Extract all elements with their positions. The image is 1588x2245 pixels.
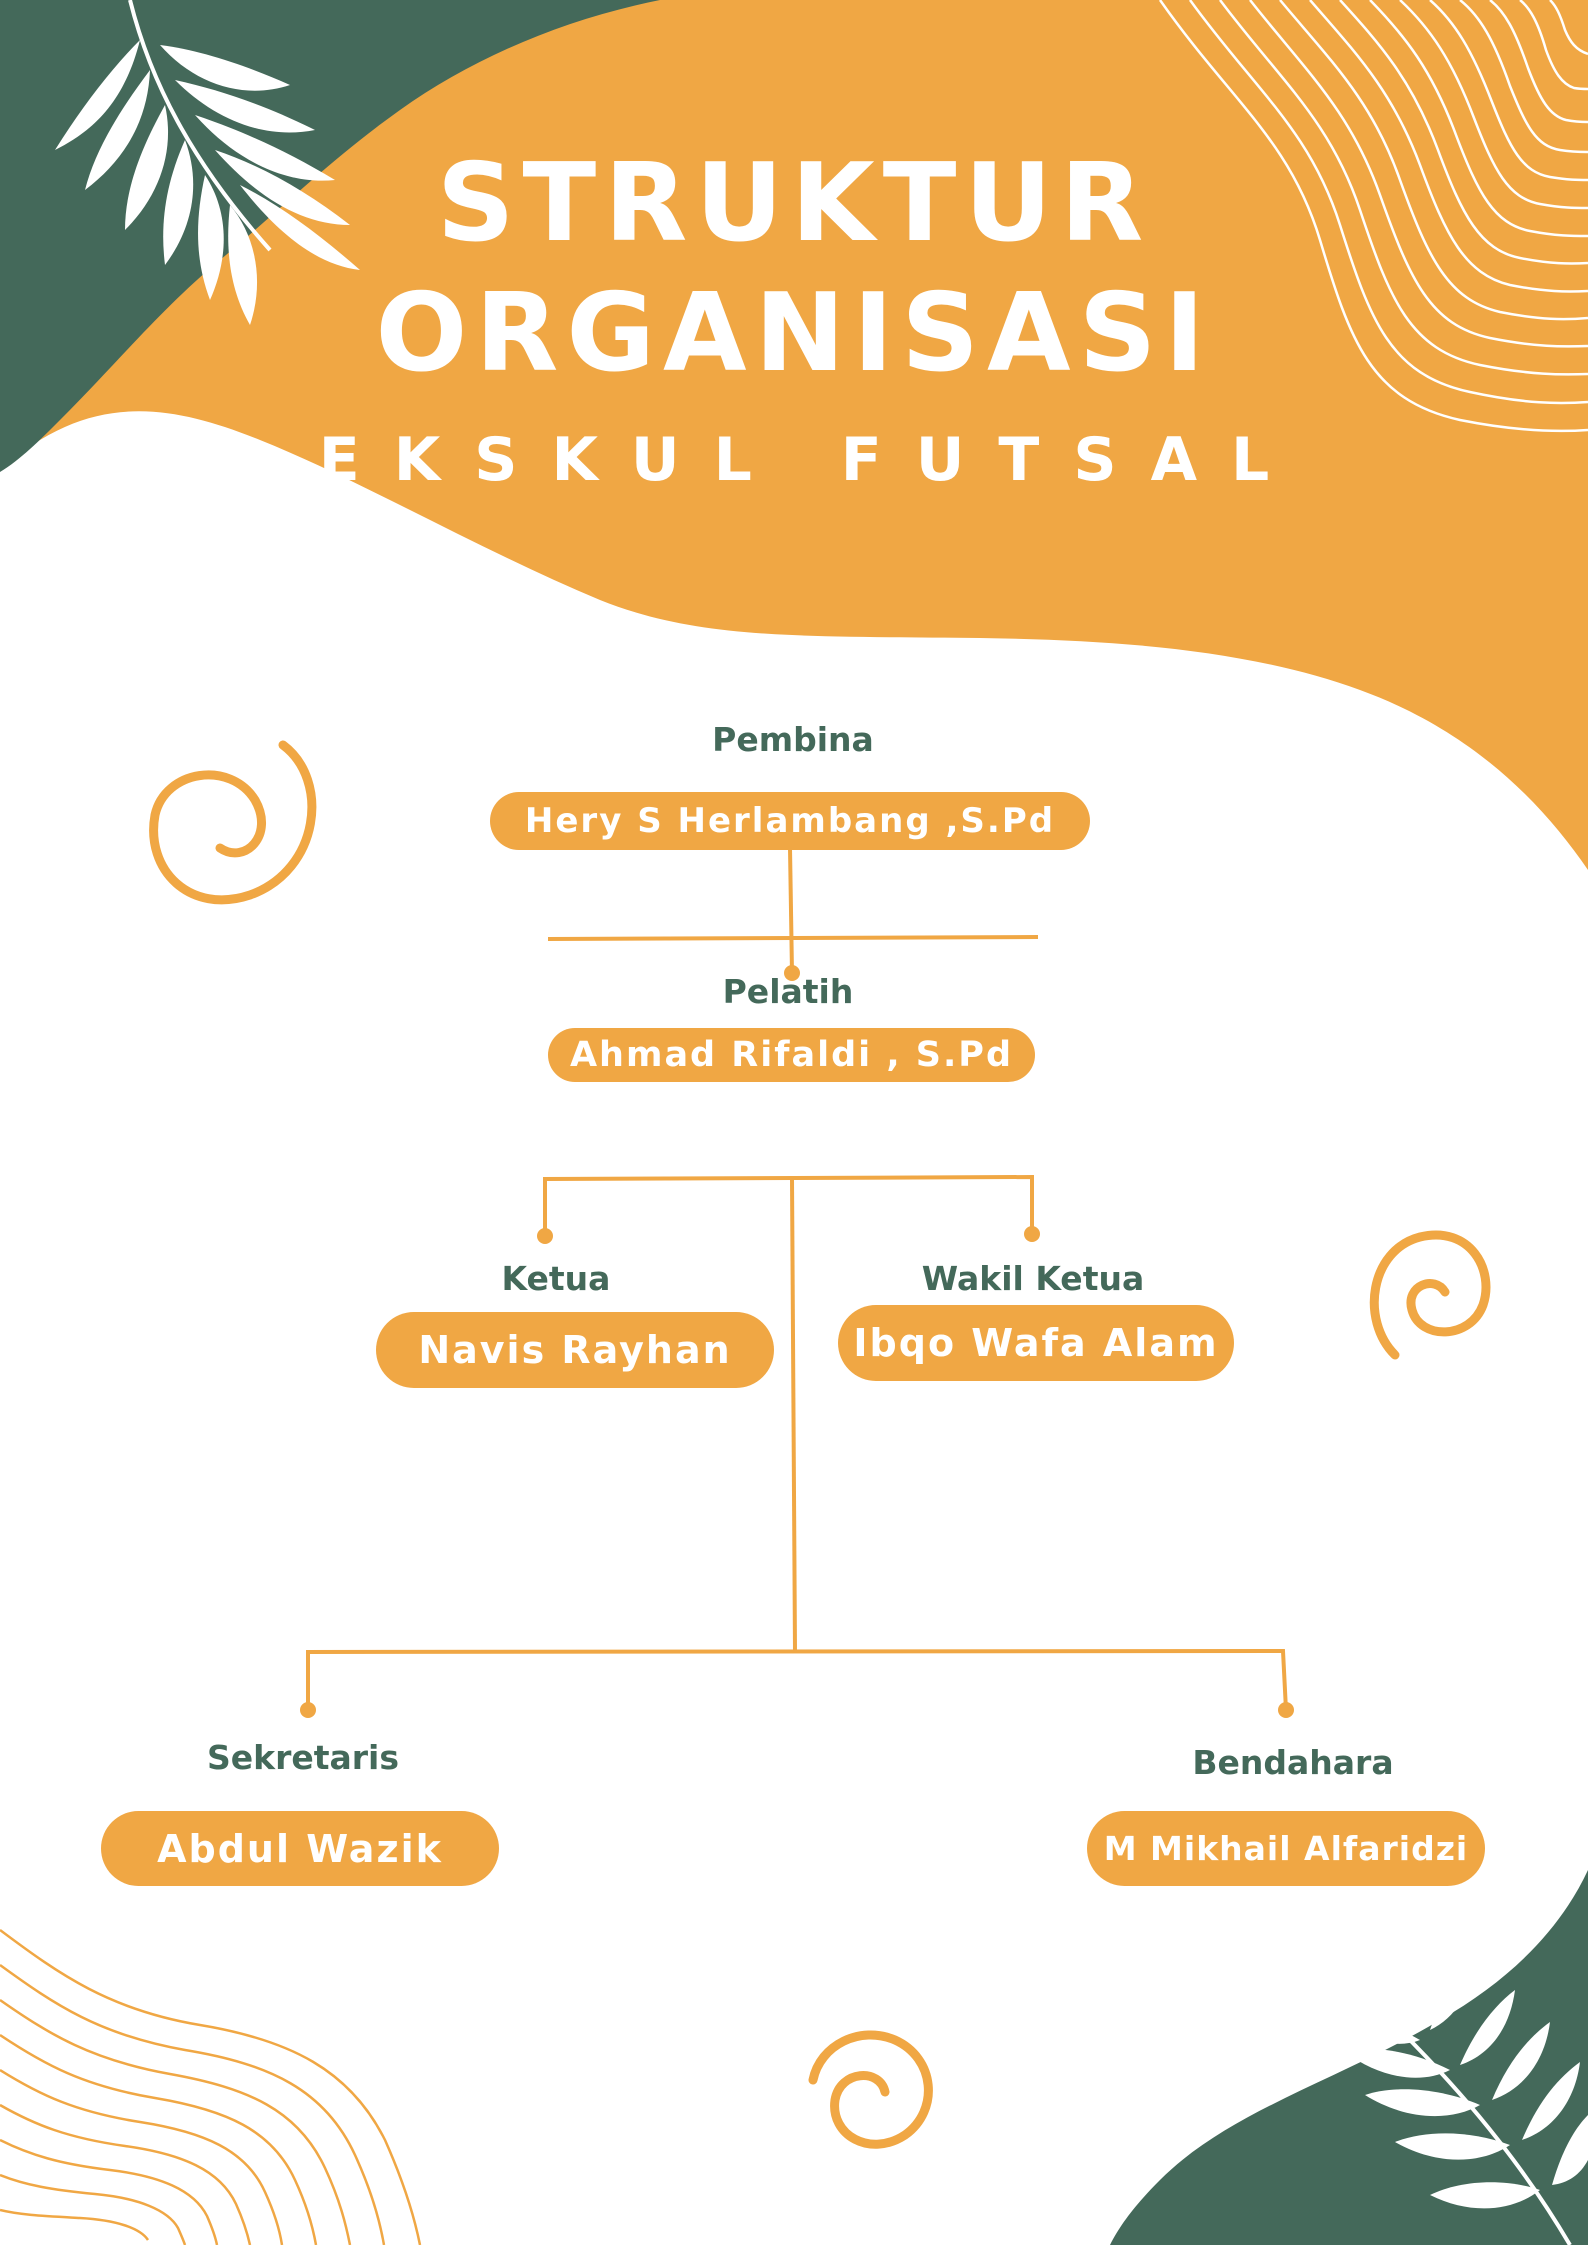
name-pill-bendahara: M Mikhail Alfaridzi <box>1087 1811 1485 1886</box>
subtitle: EKSKUL FUTSAL <box>318 425 1304 495</box>
name-pill-wakil-ketua: Ibqo Wafa Alam <box>838 1305 1234 1381</box>
name-pill-ketua: Navis Rayhan <box>376 1312 774 1388</box>
org-connectors <box>306 847 1288 1711</box>
bottom-left-contour-lines <box>0 1928 422 2245</box>
role-label-pembina: Pembina <box>712 720 874 759</box>
top-left-palm-leaf-icon <box>55 0 360 325</box>
top-right-contour-lines <box>1158 0 1588 433</box>
name-pill-pelatih: Ahmad Rifaldi , S.Pd <box>548 1028 1035 1082</box>
role-label-pelatih: Pelatih <box>722 972 854 1011</box>
role-label-wakil-ketua: Wakil Ketua <box>921 1259 1145 1298</box>
name-pill-sekretaris: Abdul Wazik <box>101 1811 499 1886</box>
title-line-1: STRUKTUR <box>436 141 1152 266</box>
role-label-ketua: Ketua <box>501 1259 611 1298</box>
role-label-sekretaris: Sekretaris <box>206 1738 400 1777</box>
spiral-icon <box>149 740 317 905</box>
spiral-icon <box>808 2030 933 2149</box>
name-pill-pembina: Hery S Herlambang ,S.Pd <box>490 792 1090 850</box>
spiral-icon <box>1369 1230 1491 1360</box>
role-label-bendahara: Bendahara <box>1192 1743 1394 1782</box>
connector-dots <box>300 965 1294 1718</box>
title-line-2: ORGANISASI <box>375 271 1213 396</box>
top-orange-blob <box>0 0 1588 870</box>
bottom-right-palm-leaf-icon <box>1330 1958 1588 2245</box>
